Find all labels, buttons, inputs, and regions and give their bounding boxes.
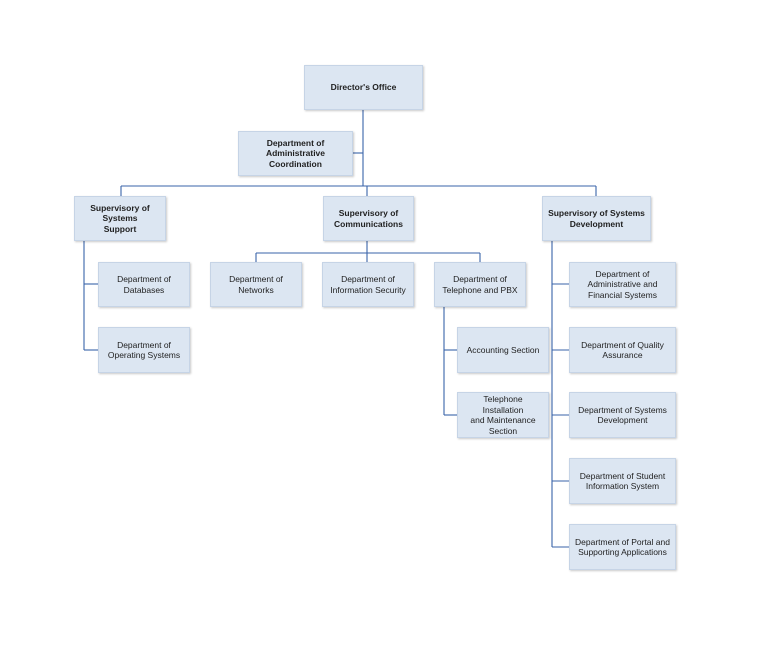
node-dept-portal-supporting-applications: Department of Portal and Supporting Appl… [569,524,676,570]
node-dept-databases: Department of Databases [98,262,190,307]
node-dept-quality-assurance: Department of Quality Assurance [569,327,676,373]
node-section-accounting: Accounting Section [457,327,549,373]
node-supervisory-systems-support: Supervisory of Systems Support [74,196,166,241]
node-supervisory-systems-development: Supervisory of Systems Development [542,196,651,241]
node-dept-admin-financial-systems: Department of Administrative and Financi… [569,262,676,307]
node-dept-telephone-pbx: Department of Telephone and PBX [434,262,526,307]
node-supervisory-communications: Supervisory of Communications [323,196,414,241]
node-section-telephone-installation: Telephone Installation and Maintenance S… [457,392,549,438]
node-dept-systems-development: Department of Systems Development [569,392,676,438]
node-dept-information-security: Department of Information Security [322,262,414,307]
node-admin-coordination: Department of Administrative Coordinatio… [238,131,353,176]
node-dept-operating-systems: Department of Operating Systems [98,327,190,373]
node-dept-networks: Department of Networks [210,262,302,307]
node-directors-office: Director's Office [304,65,423,110]
node-dept-student-information-system: Department of Student Information System [569,458,676,504]
